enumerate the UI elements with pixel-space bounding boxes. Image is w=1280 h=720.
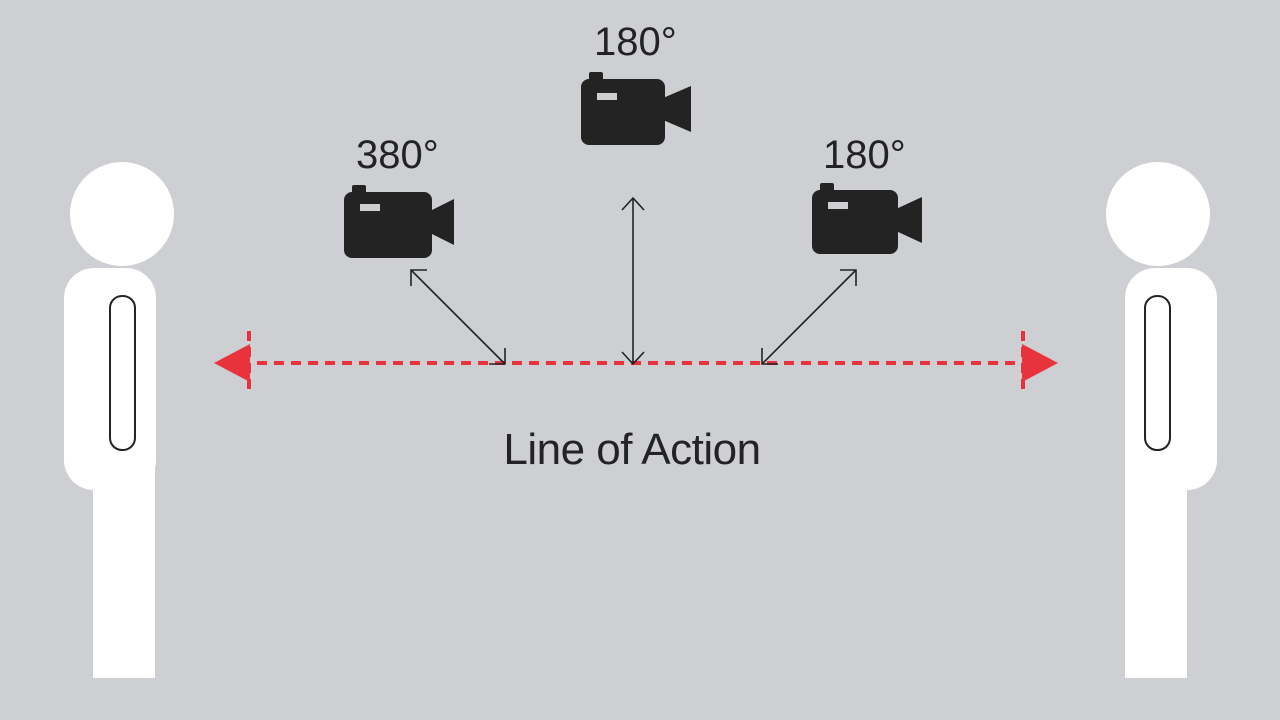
person-left — [64, 162, 174, 678]
arrow-right-camera — [761, 269, 857, 365]
person-left-legs — [93, 460, 155, 678]
line-of-action-left-arrowhead — [214, 344, 250, 382]
arrow-center-camera — [621, 196, 645, 366]
camera-right — [812, 183, 922, 254]
camera-left — [344, 185, 454, 258]
video-camera-icon — [344, 185, 454, 258]
person-left-head — [70, 162, 174, 266]
camera-center-angle-label: 180° — [594, 20, 677, 64]
video-camera-icon — [581, 72, 691, 145]
line-of-action — [214, 331, 1058, 393]
video-camera-icon — [812, 183, 922, 254]
person-left-arm — [109, 295, 136, 451]
person-right — [1106, 162, 1217, 678]
camera-left-angle-label: 380° — [356, 133, 439, 177]
arrow-left-camera — [410, 269, 506, 365]
line-of-action-label: Line of Action — [503, 425, 760, 474]
camera-right-angle-label: 180° — [823, 133, 906, 177]
person-right-arm — [1144, 295, 1171, 451]
person-right-head — [1106, 162, 1210, 266]
camera-arrows — [410, 196, 857, 366]
line-of-action-right-arrowhead — [1022, 344, 1058, 382]
person-right-legs — [1125, 460, 1187, 678]
camera-center — [581, 72, 691, 145]
